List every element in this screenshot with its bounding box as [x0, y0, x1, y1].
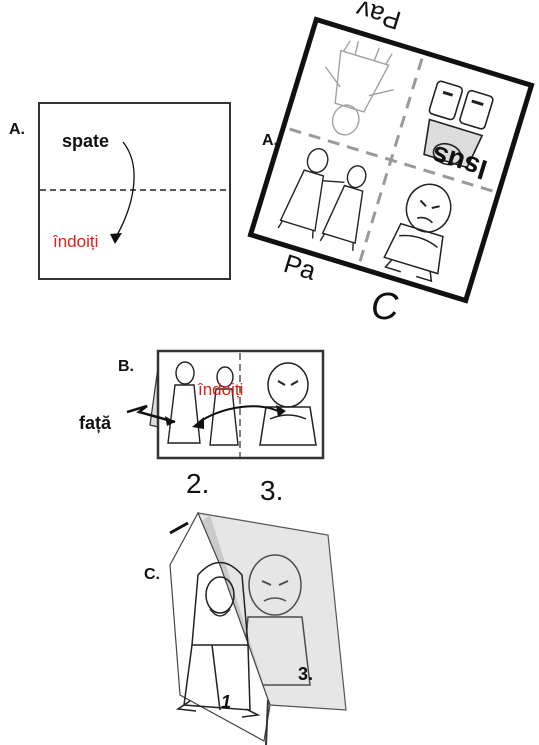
number-3: 3.: [260, 475, 284, 506]
grumpy-boy-figure: [383, 183, 452, 283]
number-3-c: 3.: [298, 664, 314, 684]
fold-curve-arrow: [197, 405, 283, 424]
rotated-sheet: Isus: [247, 16, 535, 304]
sheet-top-text: Pav: [352, 0, 405, 36]
step-b-label: B.: [118, 358, 134, 375]
paul-upside-down-figure: [324, 40, 394, 136]
step-c-booklet: [169, 511, 347, 745]
number-2: 2.: [186, 468, 210, 499]
man-upside-down-figure: [423, 80, 494, 169]
back-word: spate: [62, 131, 110, 151]
fold-arrow-head-icon: [110, 233, 122, 244]
fold-word-b: îndoiți: [198, 380, 244, 399]
sheet-label: A.: [262, 132, 278, 149]
front-arrow-head-icon: [165, 416, 175, 426]
front-word: față: [79, 413, 112, 433]
step-a-fold-diagram: [38, 102, 231, 280]
step-c-label: C.: [144, 566, 160, 583]
sheet-corner-letter: C: [371, 286, 399, 328]
fold-curve-arrow-head-icon: [192, 417, 204, 429]
fold-arrow-curve: [115, 141, 135, 238]
sheet-panels: [277, 40, 494, 283]
fold-word-a: îndoiți: [53, 232, 99, 251]
paper-square: [38, 102, 231, 280]
step-b-fold-diagram: [149, 349, 325, 460]
front-arrow: [126, 404, 176, 426]
step-a-label: A.: [9, 121, 25, 138]
two-men-figure: [277, 148, 367, 251]
number-1-c: 1: [221, 692, 232, 712]
